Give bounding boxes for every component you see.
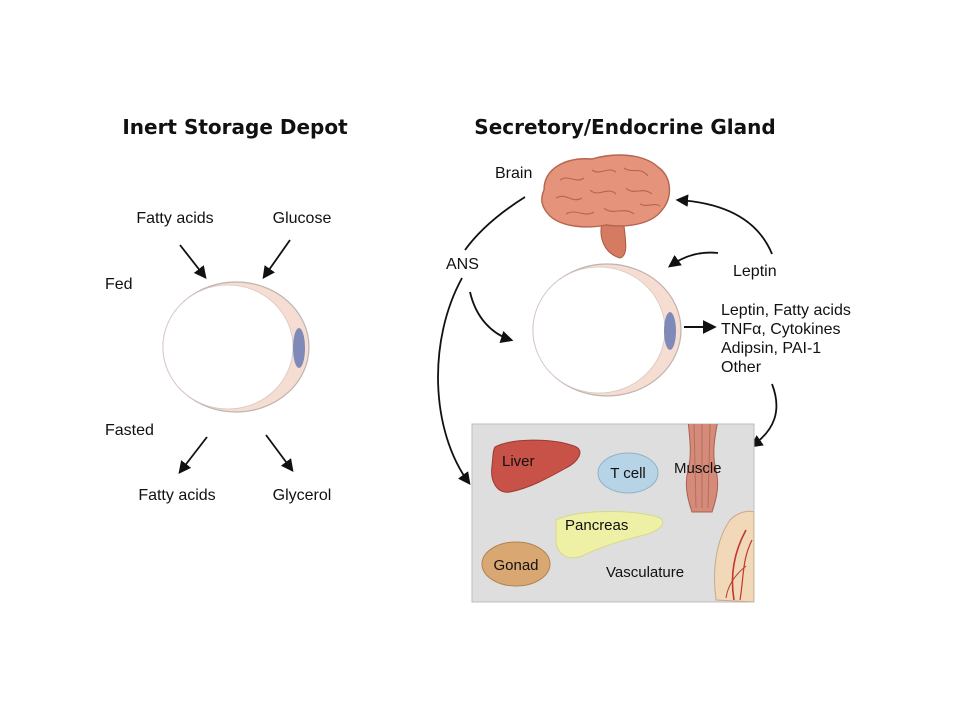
adipocyte-left xyxy=(162,281,310,413)
tcell-label: T cell xyxy=(610,465,646,482)
arrow-ans-to-cell xyxy=(469,291,514,343)
fed-label: Fed xyxy=(105,276,133,293)
nucleus-left xyxy=(293,328,305,368)
tcell-image xyxy=(597,452,659,494)
pancreas-image xyxy=(555,511,664,559)
gonad-label: Gonad xyxy=(493,557,538,574)
brain-image xyxy=(541,154,671,259)
liver-image xyxy=(491,439,581,493)
secretion-line-3: Adipsin, PAI-1 xyxy=(721,340,821,357)
secretion-line-4: Other xyxy=(721,359,762,376)
arrow-fatty-acids-in xyxy=(179,244,207,279)
pancreas-label: Pancreas xyxy=(565,517,628,534)
ans-label: ANS xyxy=(446,256,479,273)
adipocyte-right xyxy=(532,263,682,397)
arrow-glucose-in xyxy=(262,239,291,280)
right-panel-title: Secretory/Endocrine Gland xyxy=(474,115,775,139)
arrow-ans-to-targets xyxy=(437,277,471,486)
vasculature-label: Vasculature xyxy=(606,564,684,581)
leptin-feedback-label: Leptin xyxy=(733,263,777,280)
input-label-glucose: Glucose xyxy=(273,210,332,227)
output-label-glycerol: Glycerol xyxy=(273,487,332,504)
arrow-leptin-to-brain xyxy=(675,194,773,255)
muscle-image xyxy=(685,424,719,513)
arrow-secretions-to-targets xyxy=(749,383,778,448)
input-label-fatty-acids: Fatty acids xyxy=(136,210,213,227)
secretion-line-1: Leptin, Fatty acids xyxy=(721,302,851,319)
vasculature-image xyxy=(714,510,754,602)
nucleus-right xyxy=(664,312,676,350)
arrow-fatty-acids-out xyxy=(178,436,208,474)
arrow-glycerol-out xyxy=(265,434,294,473)
left-panel-title: Inert Storage Depot xyxy=(122,115,348,139)
secretion-line-2: TNFα, Cytokines xyxy=(721,321,841,338)
gonad-image xyxy=(481,541,551,587)
output-label-fatty-acids: Fatty acids xyxy=(138,487,215,504)
muscle-label: Muscle xyxy=(674,460,722,477)
arrow-leptin-to-cell xyxy=(667,251,719,268)
arrow-brain-to-ans xyxy=(464,196,526,251)
fasted-label: Fasted xyxy=(105,422,154,439)
brain-label: Brain xyxy=(495,165,532,182)
liver-label: Liver xyxy=(502,453,535,470)
